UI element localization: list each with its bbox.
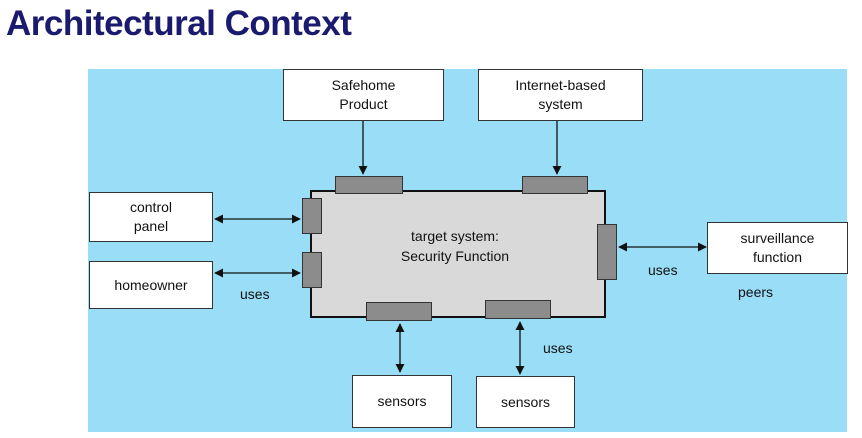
surveillance-function-box: surveillance function (707, 222, 848, 274)
uses-label-surveillance: uses (648, 262, 678, 278)
port-top-left (335, 176, 403, 194)
control-panel-box: control panel (89, 192, 213, 242)
safehome-product-box: Safehome Product (283, 69, 444, 121)
peers-label: peers (738, 284, 774, 300)
port-right (597, 224, 617, 280)
port-top-right (522, 176, 588, 194)
target-system-label: target system: Security Function (400, 228, 510, 264)
page-title: Architectural Context (6, 4, 352, 43)
internet-system-box: Internet-based system (478, 69, 643, 121)
port-bottom-right (485, 300, 551, 319)
uses-label-sensors: uses (543, 340, 573, 356)
sensors-box-2: sensors (476, 376, 575, 428)
port-bottom-left (366, 302, 432, 321)
uses-label-homeowner: uses (240, 286, 270, 302)
homeowner-box: homeowner (89, 261, 213, 309)
port-left-upper (302, 198, 322, 234)
port-left-lower (302, 252, 322, 288)
sensors-box-1: sensors (352, 375, 452, 428)
target-system-box (310, 190, 606, 318)
